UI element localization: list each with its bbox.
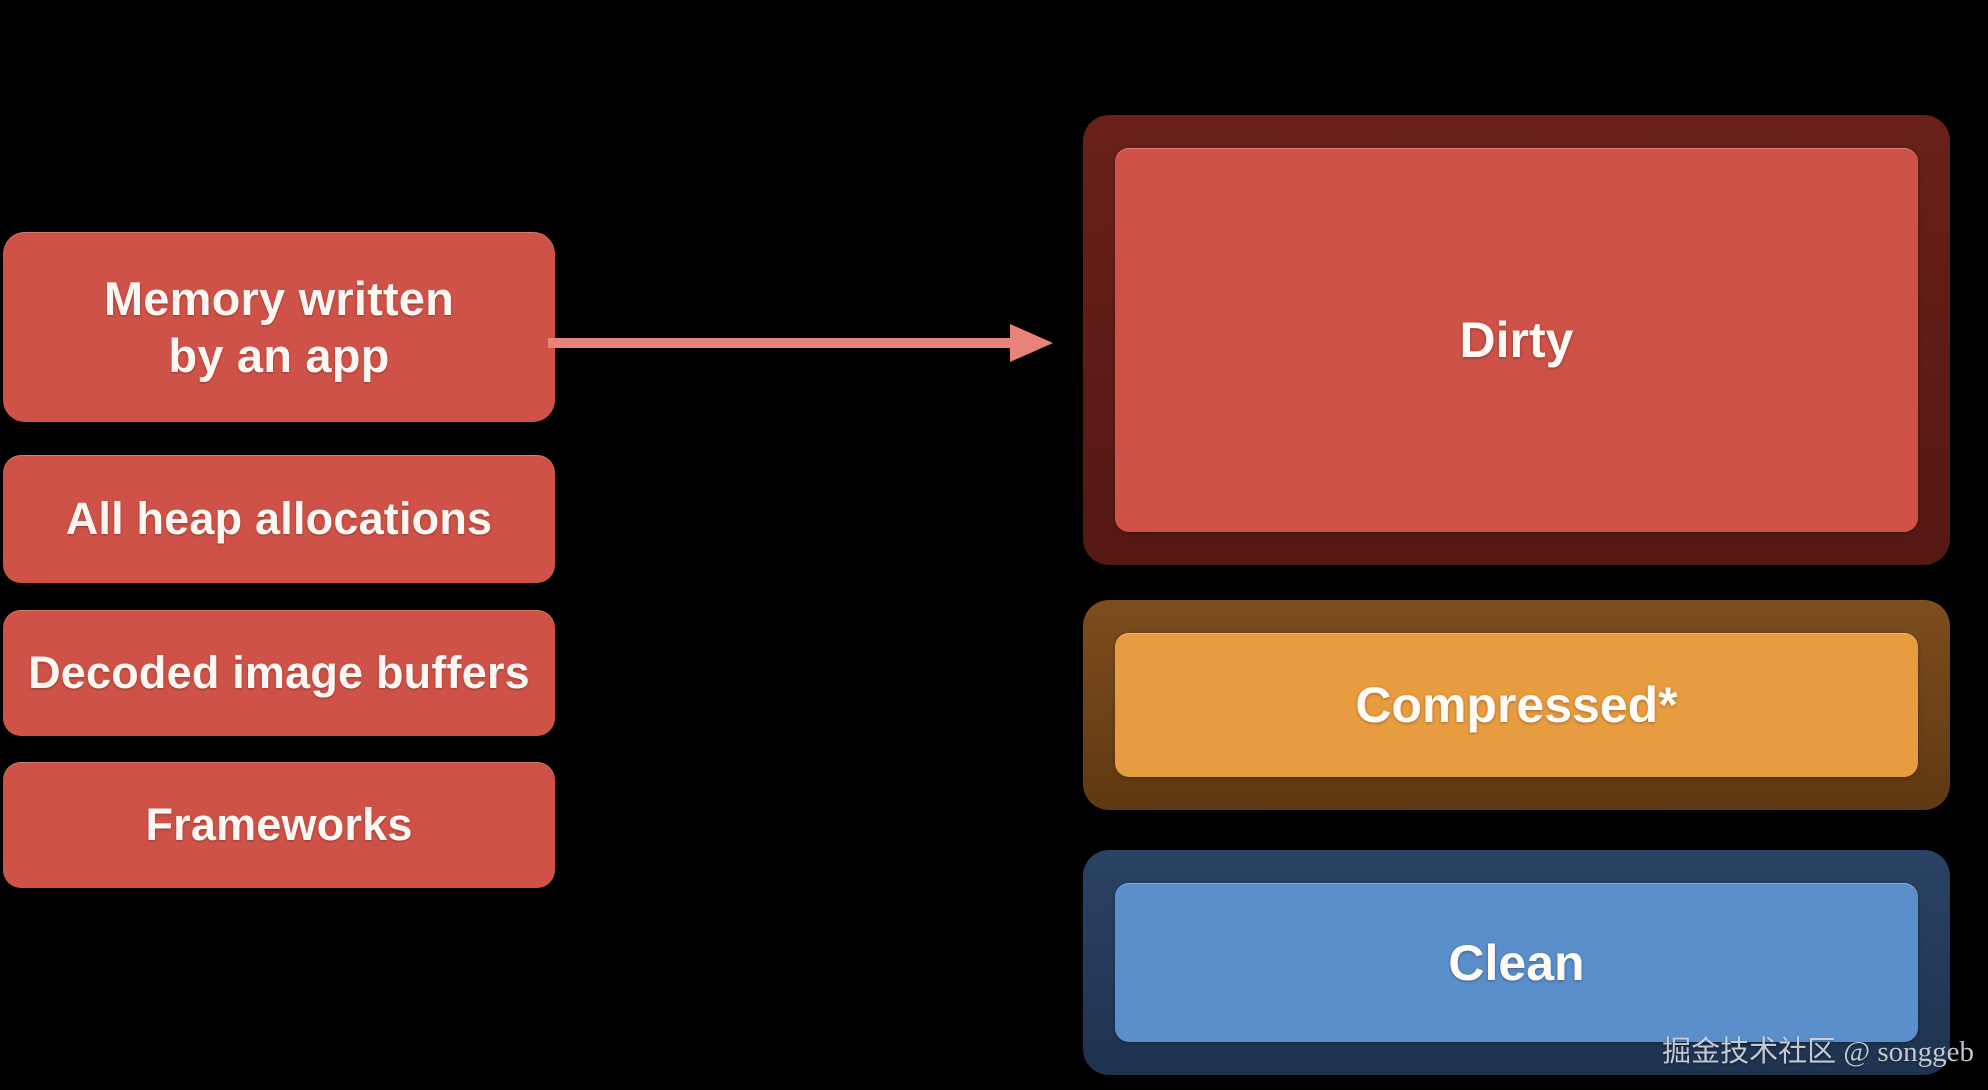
memory-category-compressed-inner: Compressed* — [1115, 633, 1918, 777]
arrow-right-icon — [548, 324, 1053, 362]
watermark: 掘金技术社区 @ songgeb — [1662, 1036, 1974, 1068]
memory-category-label: Clean — [1448, 934, 1585, 991]
source-box-memory-written: Memory written by an app — [3, 232, 555, 422]
memory-category-clean: Clean — [1083, 850, 1950, 1075]
memory-category-clean-inner: Clean — [1115, 883, 1918, 1042]
source-box-label: Memory written by an app — [104, 270, 454, 385]
source-box-decoded-image-buffers: Decoded image buffers — [3, 610, 555, 736]
source-box-label: Frameworks — [145, 798, 413, 850]
memory-category-label: Dirty — [1459, 312, 1574, 368]
source-box-label: Decoded image buffers — [28, 646, 530, 698]
memory-category-dirty-inner: Dirty — [1115, 148, 1918, 532]
source-box-label-line2: by an app — [168, 329, 390, 382]
source-box-heap-allocations: All heap allocations — [3, 455, 555, 583]
source-box-label-line1: Memory written — [103, 271, 455, 325]
source-box-label: All heap allocations — [65, 492, 493, 544]
source-box-frameworks: Frameworks — [3, 762, 555, 888]
memory-category-dirty: Dirty — [1083, 115, 1950, 565]
memory-category-compressed: Compressed* — [1083, 600, 1950, 810]
memory-category-label: Compressed* — [1355, 677, 1678, 733]
arrow-connector — [548, 318, 1058, 368]
